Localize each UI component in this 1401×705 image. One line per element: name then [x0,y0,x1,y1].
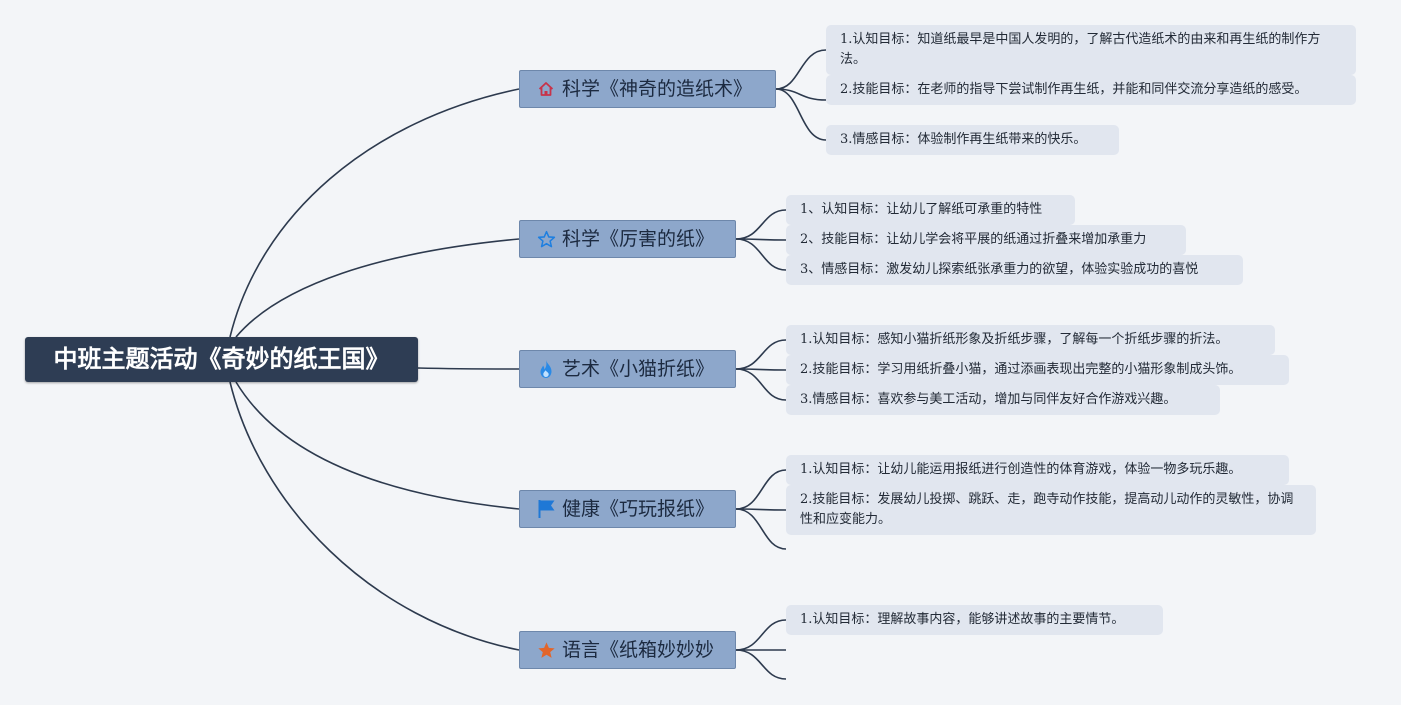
star-filled-icon [536,640,556,660]
star-outline-icon [536,229,556,249]
leaf-link-2-1 [735,209,787,240]
leaf-note[interactable]: 2.技能目标：发展幼儿投掷、跳跃、走，跑寺动作技能，提高动儿动作的灵敏性，协调性… [786,485,1316,535]
branch-topic-4[interactable]: 健康《巧玩报纸》 [519,490,736,528]
leaf-note[interactable]: 3.情感目标：体验制作再生纸带来的快乐。 [826,125,1119,155]
leaf-link-5-3 [735,649,787,680]
root-link-2 [235,238,520,338]
leaf-note[interactable]: 3、情感目标：激发幼儿探索纸张承重力的欲望，体验实验成功的喜悦 [786,255,1243,285]
leaf-note[interactable]: 2、技能目标：让幼儿学会将平展的纸通过折叠来增加承重力 [786,225,1186,255]
leaf-note[interactable]: 1、认知目标：让幼儿了解纸可承重的特性 [786,195,1075,225]
leaf-note[interactable]: 2.技能目标：在老师的指导下尝试制作再生纸，并能和同伴交流分享造纸的感受。 [826,75,1356,105]
flame-icon [536,359,556,379]
leaf-note[interactable]: 3.情感目标：喜欢参与美工活动，增加与同伴友好合作游戏兴趣。 [786,385,1220,415]
branch-topic-2[interactable]: 科学《厉害的纸》 [519,220,736,258]
leaf-note[interactable]: 1.认知目标：知道纸最早是中国人发明的，了解古代造纸术的由来和再生纸的制作方法。 [826,25,1356,75]
leaf-note[interactable]: 1.认知目标：理解故事内容，能够讲述故事的主要情节。 [786,605,1163,635]
branch-label: 科学《厉害的纸》 [562,228,715,250]
leaf-link-5-1 [735,619,787,651]
branch-topic-1[interactable]: 科学《神奇的造纸术》 [519,70,776,108]
root-link-1 [229,88,520,338]
branch-label: 语言《纸箱妙妙妙 [562,639,715,661]
root-link-3 [417,367,520,370]
leaf-note[interactable]: 1.认知目标：让幼儿能运用报纸进行创造性的体育游戏，体验一物多玩乐趣。 [786,455,1289,485]
leaf-link-4-1 [735,469,787,510]
root-link-4 [235,381,520,510]
leaf-link-1-3 [775,88,827,141]
branch-topic-5[interactable]: 语言《纸箱妙妙妙 [519,631,736,669]
leaf-link-3-3 [735,368,787,401]
leaf-link-4-3 [735,508,787,550]
branch-topic-3[interactable]: 艺术《小猫折纸》 [519,350,736,388]
leaf-link-3-1 [735,339,787,370]
branch-label: 科学《神奇的造纸术》 [562,78,753,100]
leaf-note[interactable]: 2.技能目标：学习用纸折叠小猫，通过添画表现出完整的小猫形象制成头饰。 [786,355,1289,385]
house-icon [536,79,556,99]
leaf-link-2-3 [735,238,787,271]
branch-label: 健康《巧玩报纸》 [562,498,715,520]
leaf-link-1-1 [775,49,827,90]
root-link-5 [229,381,520,651]
branch-label: 艺术《小猫折纸》 [562,358,715,380]
leaf-note[interactable]: 1.认知目标：感知小猫折纸形象及折纸步骤，了解每一个折纸步骤的折法。 [786,325,1275,355]
root-topic[interactable]: 中班主题活动《奇妙的纸王国》 [25,337,418,382]
flag-icon [536,499,556,519]
